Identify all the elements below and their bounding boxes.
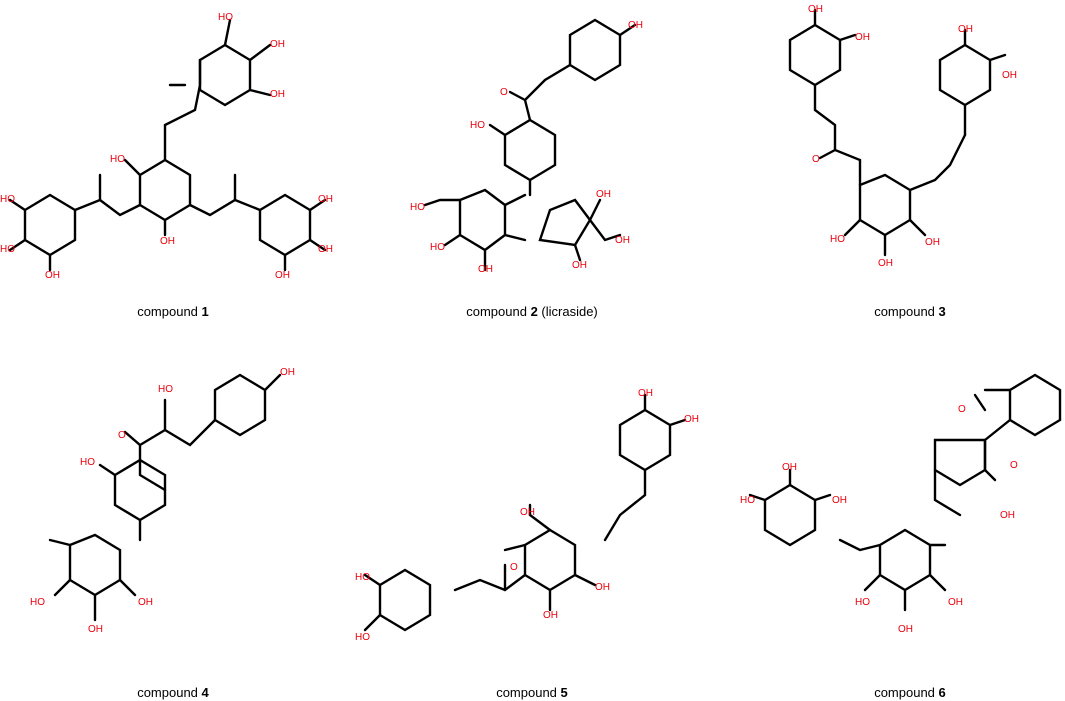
atom-label: HO [830,234,845,245]
atom-label: HO [30,597,45,608]
atom-label: OH [572,260,587,271]
compound-1-caption: compound 1 [137,304,209,319]
atom-label: OH [543,610,558,621]
atom-label: OH [596,189,611,200]
atom-label: OH [898,624,913,635]
structure-compound-3: OH OH OH OH O HO OH OH compound 3 [788,4,1017,319]
atom-label: OH [628,20,643,31]
atom-label: OH [270,89,285,100]
atom-label: OH [615,235,630,246]
atom-label: O [958,404,966,415]
atom-label: OH [270,39,285,50]
atom-label: OH [88,624,103,635]
compound-3-caption: compound 3 [874,304,946,319]
atom-label: OH [275,270,290,281]
atom-label: OH [948,597,963,608]
atom-label: OH [280,367,295,378]
atom-label: OH [1000,510,1015,521]
atom-label: HO [355,632,370,643]
structure-compound-4: HO O OH HO HO OH OH compound 4 [30,367,295,700]
compound-6-caption: compound 6 [874,685,946,700]
atom-label: OH [160,236,175,247]
atom-label: HO [0,244,15,255]
atom-label: OH [138,597,153,608]
atom-label: OH [782,462,797,473]
atom-label: OH [958,24,973,35]
atom-label: OH [808,4,823,15]
atom-label: HO [80,457,95,468]
atom-label: OH [595,582,610,593]
atom-label: O [118,430,126,441]
atom-label: OH [684,414,699,425]
atom-label: OH [1002,70,1017,81]
atom-label: HO [0,194,15,205]
atom-label: OH [520,507,535,518]
compound-5-caption: compound 5 [496,685,568,700]
atom-label: O [500,87,508,98]
compound-4-caption: compound 4 [137,685,209,700]
atom-label: HO [355,572,370,583]
atom-label: O [812,154,820,165]
atom-label: OH [478,264,493,275]
atom-label: OH [318,244,333,255]
structure-compound-1: HO OH OH HO OH HO HO OH OH OH OH compoun… [0,12,333,319]
atom-label: OH [878,258,893,269]
atom-label: OH [832,495,847,506]
structure-compound-2: OH O HO HO HO OH OH OH OH compound 2 (li… [410,18,643,319]
atom-label: OH [45,270,60,281]
atom-label: OH [318,194,333,205]
atom-label: O [510,562,518,573]
atom-label: HO [470,120,485,131]
atom-label: HO [218,12,233,23]
atom-label: HO [410,202,425,213]
atom-label: HO [740,495,755,506]
structure-compound-5: OH OH OH O OH OH HO HO compound 5 [355,388,699,700]
atom-label: HO [430,242,445,253]
compound-2-caption: compound 2 (licraside) [466,304,598,319]
atom-label: OH [855,32,870,43]
atom-label: HO [110,154,125,165]
atom-label: OH [925,237,940,248]
atom-label: OH [638,388,653,399]
atom-label: HO [158,384,173,395]
atom-label: O [1010,460,1018,471]
atom-label: HO [855,597,870,608]
structure-compound-6: O O OH OH OH HO HO OH OH compound 6 [740,373,1062,700]
